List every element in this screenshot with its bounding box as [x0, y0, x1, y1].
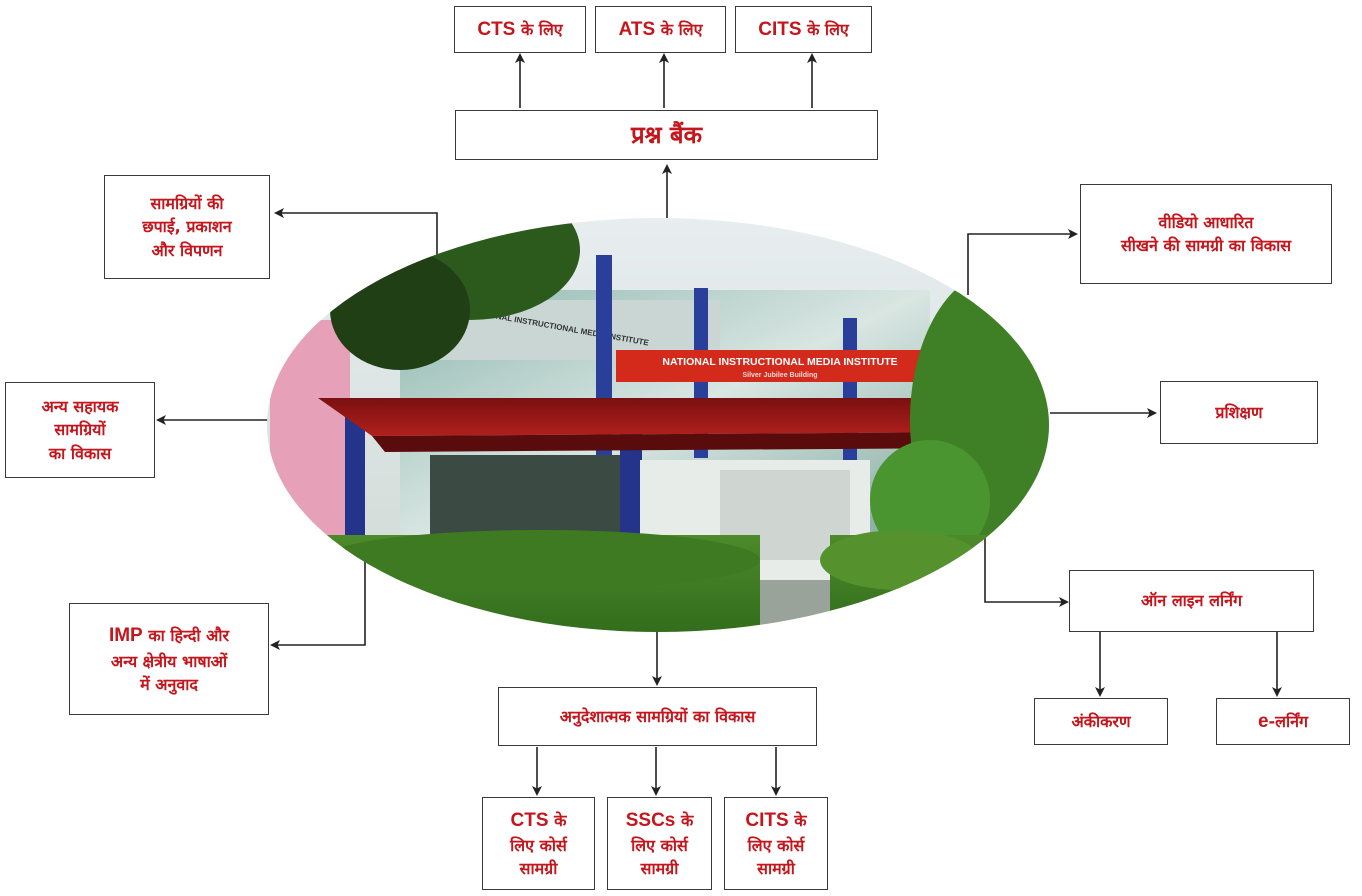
translation-line-2: अन्य क्षेत्रीय भाषाओं — [110, 651, 228, 671]
elearning-box: e-लर्निंग — [1216, 698, 1350, 745]
video-learning-box: वीडियो आधारित सीखने की सामग्री का विकास — [1080, 184, 1332, 284]
online-learning-box: ऑन लाइन लर्निंग — [1069, 570, 1314, 632]
translation-line-3: में अनुवाद — [140, 674, 198, 694]
course-cts-line-3: सामग्री — [519, 859, 558, 879]
instructional-box: अनुदेशात्मक सामग्रियों का विकास — [498, 687, 817, 746]
training-label: प्रशिक्षण — [1215, 402, 1263, 422]
course-sscs-line-3: सामग्री — [640, 859, 679, 879]
course-cits-line-2: लिए कोर्स — [747, 836, 805, 856]
cts-code: CTS — [477, 18, 516, 40]
cits-box: CITS के लिए — [735, 6, 872, 53]
arrow-to-online-learning — [984, 535, 1069, 607]
course-sscs-box: SSCs के लिए कोर्स सामग्री — [607, 797, 712, 890]
elearning-code: e — [1257, 710, 1269, 732]
ats-suffix: के लिए — [660, 19, 703, 39]
course-cts-code: CTS — [510, 809, 549, 831]
arrow-to-video — [967, 229, 1078, 295]
course-cts-suffix: के — [554, 810, 567, 830]
online-learning-label: ऑन लाइन लर्निंग — [1141, 591, 1242, 611]
ats-box: ATS के लिए — [595, 6, 726, 53]
other-aids-line-3: का विकास — [48, 443, 112, 463]
translation-box: IMP का हिन्दी और अन्य क्षेत्रीय भाषाओं म… — [69, 603, 269, 715]
arrow-to-printing — [274, 208, 438, 262]
translation-line-1: का हिन्दी और — [148, 626, 230, 646]
printing-box: सामग्रियों की छपाई, प्रकाशन और विपणन — [104, 175, 270, 279]
printing-line-1: सामग्रियों की — [150, 194, 224, 214]
cts-suffix: के लिए — [520, 19, 563, 39]
course-cits-box: CITS के लिए कोर्स सामग्री — [724, 797, 828, 890]
translation-code: IMP — [108, 625, 143, 647]
course-cts-line-2: लिए कोर्स — [510, 836, 567, 856]
cts-box: CTS के लिए — [454, 6, 586, 53]
course-cits-suffix: के — [794, 810, 807, 830]
course-sscs-suffix: के — [680, 810, 694, 830]
printing-line-3: और विपणन — [151, 240, 223, 260]
other-aids-line-1: अन्य सहायक — [41, 397, 119, 417]
ats-code: ATS — [618, 18, 656, 40]
course-sscs-code: SSCs — [625, 809, 676, 831]
training-box: प्रशिक्षण — [1160, 381, 1318, 444]
course-cts-box: CTS के लिए कोर्स सामग्री — [482, 797, 595, 890]
other-aids-box: अन्य सहायक सामग्रियों का विकास — [5, 382, 155, 478]
video-line-1: वीडियो आधारित — [1158, 212, 1254, 232]
course-cits-line-3: सामग्री — [757, 859, 795, 879]
elearning-rest: -लर्निंग — [1268, 711, 1309, 731]
video-line-2: सीखने की सामग्री का विकास — [1120, 236, 1292, 255]
question-bank-box: प्रश्न बैंक — [455, 110, 878, 160]
instructional-label: अनुदेशात्मक सामग्रियों का विकास — [559, 706, 756, 726]
cits-code: CITS — [758, 18, 802, 40]
digitization-label: अंकीकरण — [1071, 711, 1131, 731]
printing-line-2: छपाई, प्रकाशन — [142, 217, 232, 237]
course-cits-code: CITS — [745, 809, 789, 831]
cits-suffix: के लिए — [807, 19, 849, 39]
digitization-box: अंकीकरण — [1034, 698, 1168, 745]
arrow-to-translation — [270, 560, 366, 650]
other-aids-line-2: सामग्रियों — [54, 420, 106, 440]
question-bank-label: प्रश्न बैंक — [630, 120, 703, 149]
course-sscs-line-2: लिए कोर्स — [631, 836, 688, 856]
